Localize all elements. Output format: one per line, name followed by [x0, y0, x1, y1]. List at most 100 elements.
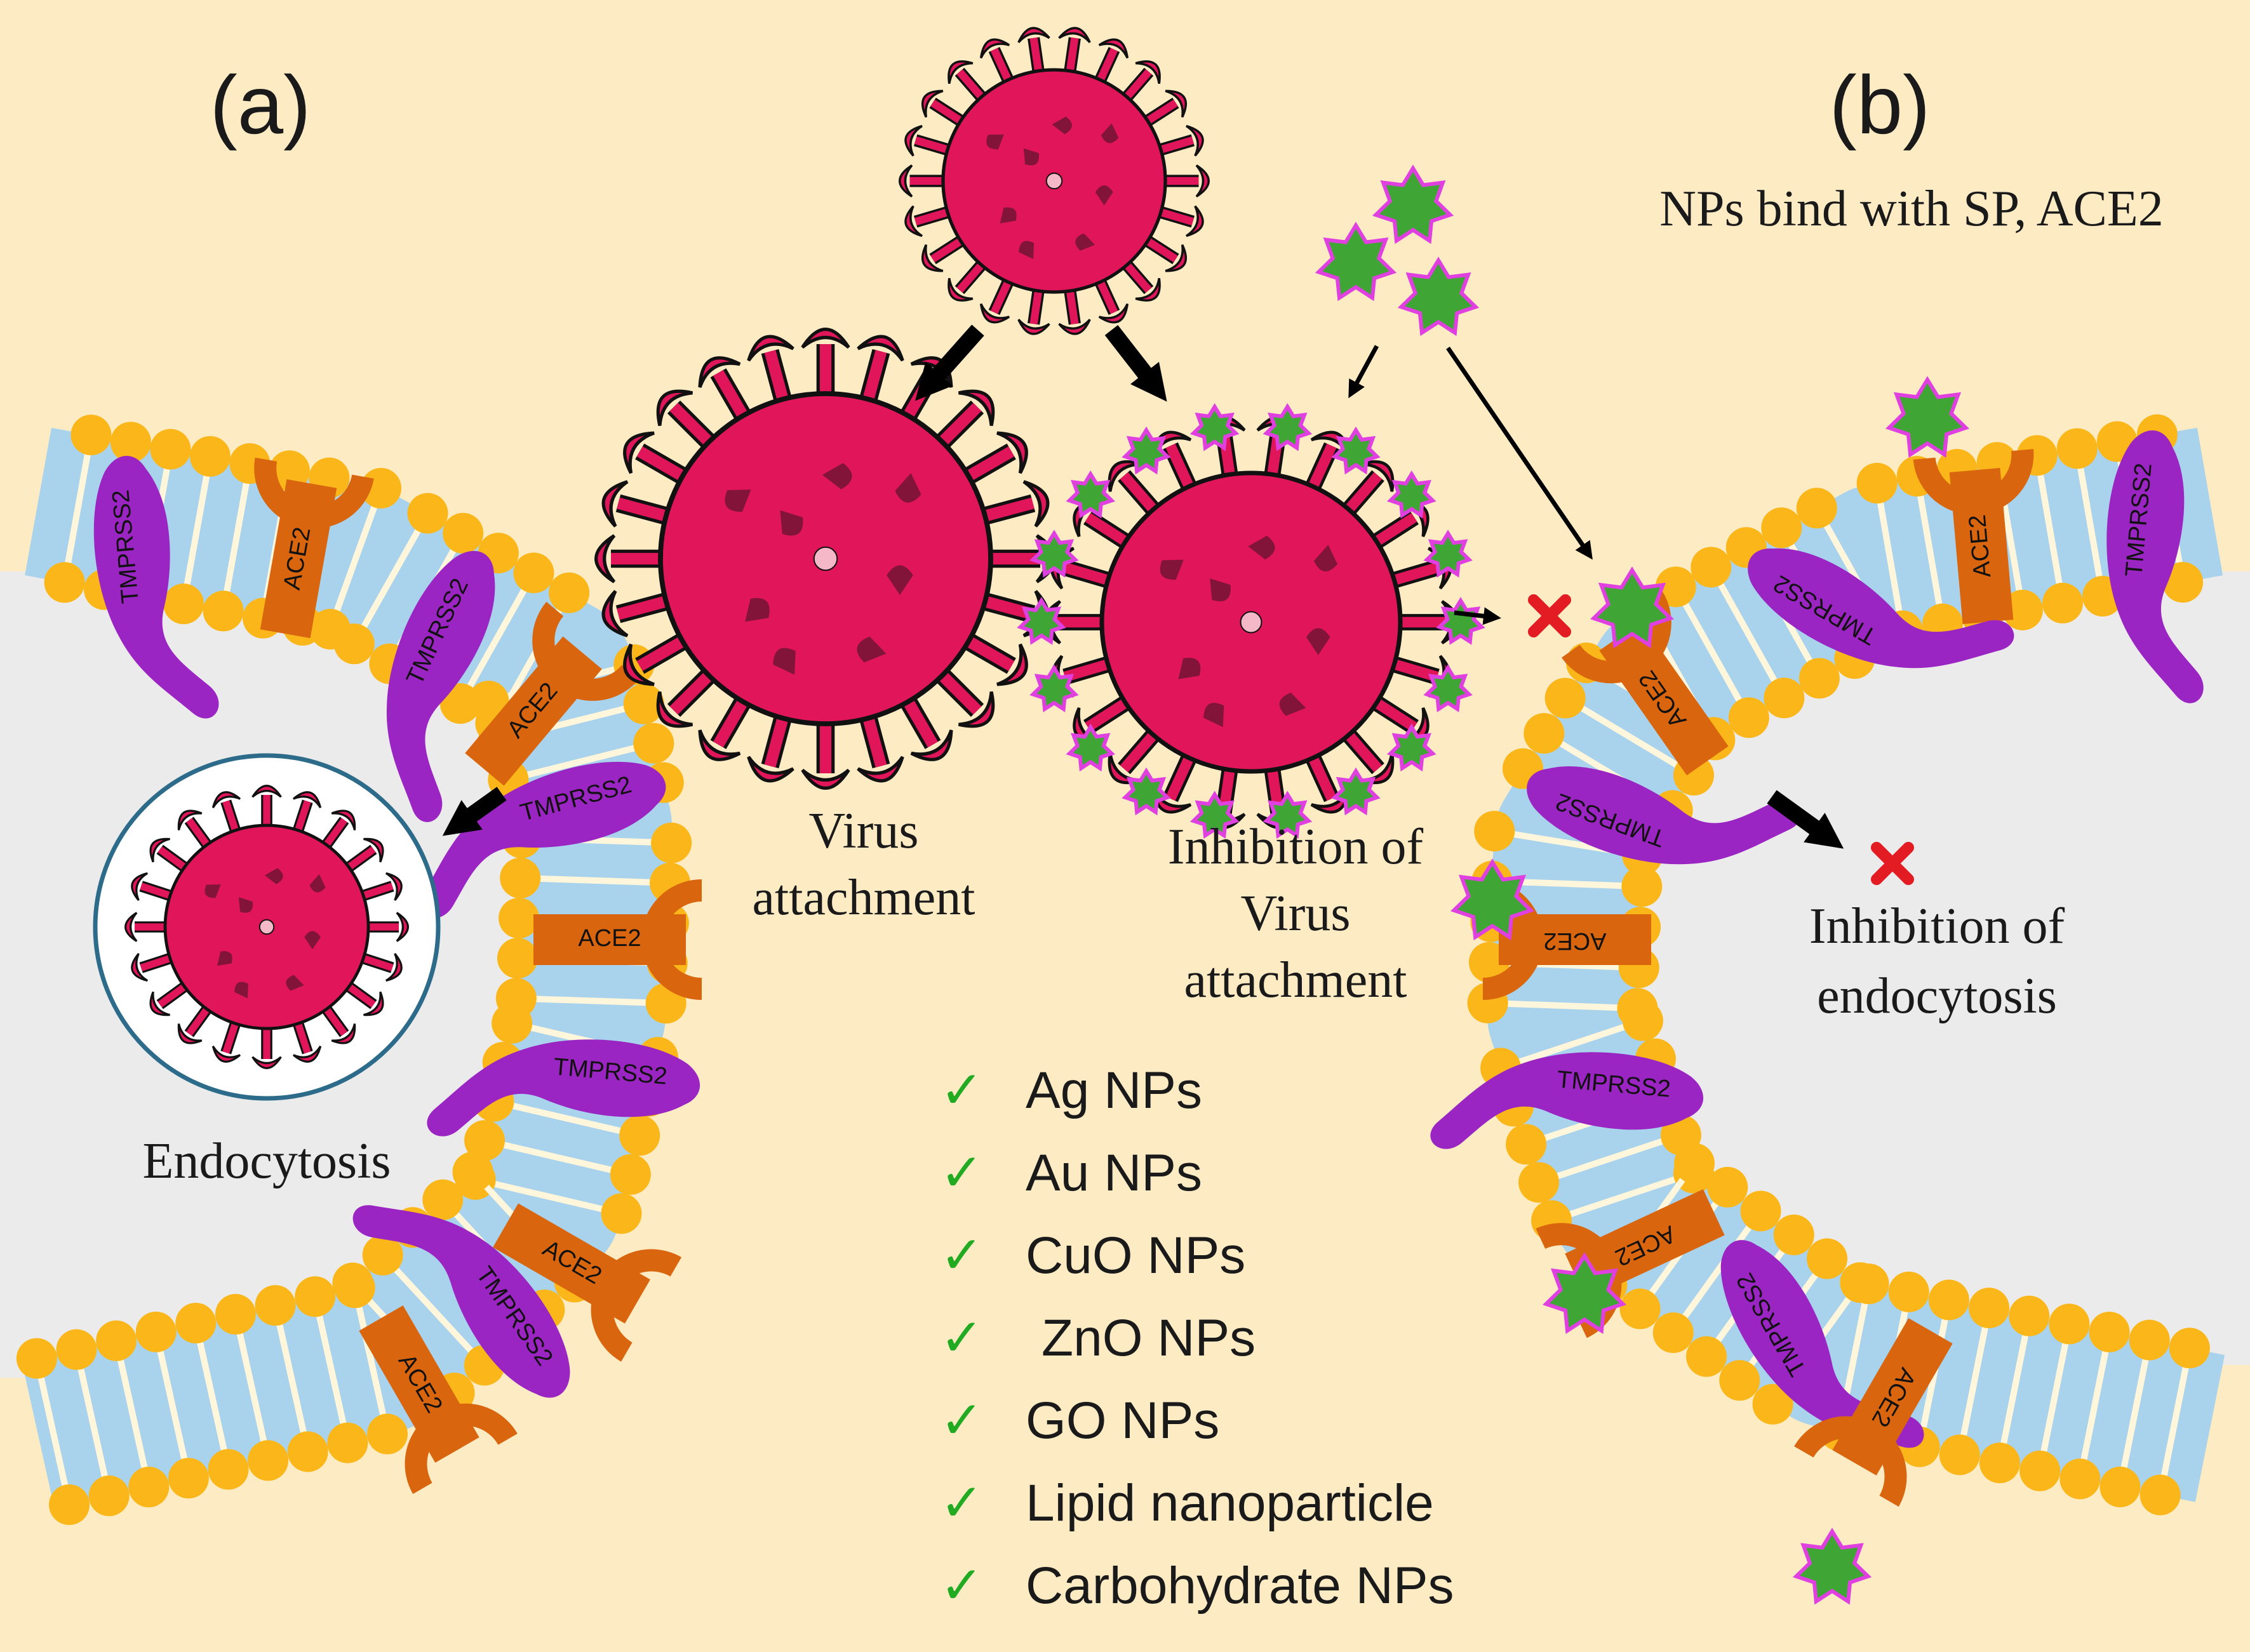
- arrow-blocked-attachment: [1454, 607, 1501, 625]
- spike-head: [1135, 60, 1161, 84]
- virus-surface-mark: [895, 473, 921, 503]
- ace2-cup: [641, 879, 702, 1000]
- virus-surface-mark: [780, 510, 803, 536]
- virus-top: [899, 27, 1210, 335]
- spike-head: [921, 90, 944, 118]
- lipid-tail: [1997, 1319, 2032, 1460]
- lipid-tail: [272, 1308, 311, 1449]
- np-bound-spike: [1262, 403, 1313, 451]
- spike-head: [698, 356, 741, 388]
- arrow-to-virus-attachment: [914, 324, 984, 401]
- virus-surface-mark: [1248, 535, 1275, 560]
- spike-head: [124, 912, 138, 942]
- np-item-4: ZnO NPs: [1041, 1309, 1256, 1367]
- lipid-tail: [1914, 479, 1945, 621]
- lipid-tail: [524, 875, 667, 886]
- lipid-head: [88, 1475, 130, 1517]
- virus-surface-mark: [1306, 628, 1330, 655]
- tmprss2-protein: TMPRSS2: [1430, 1052, 1704, 1149]
- panel-b-caption: NPs bind with SP, ACE2: [1659, 181, 2164, 237]
- virus-surface-mark: [857, 636, 887, 663]
- lipid-head: [295, 1276, 336, 1317]
- tmprss2-body: [1720, 1240, 1924, 1448]
- inhibition-attachment-line2: Virus: [1241, 886, 1351, 942]
- spike-head: [211, 791, 241, 809]
- arrows: [442, 324, 1844, 849]
- np-item-6: Lipid nanoparticle: [1026, 1474, 1434, 1532]
- cross-endocytosis: [1871, 842, 1914, 885]
- spike-head: [396, 912, 409, 942]
- lipid-head: [1544, 677, 1586, 719]
- lipid-head: [2129, 1319, 2170, 1361]
- lipid-head: [1928, 1279, 1969, 1321]
- lipid-head: [189, 436, 231, 477]
- lipid-head: [1888, 1271, 1929, 1312]
- spike-head: [1165, 90, 1187, 118]
- virus-attaching: [594, 328, 1057, 790]
- ace2-cup: [591, 1249, 682, 1362]
- lipid-head: [492, 1003, 533, 1044]
- lipid-tail: [383, 1255, 485, 1365]
- ace2-cup: [1913, 449, 2034, 515]
- lipid-head: [633, 723, 674, 764]
- spike-head: [601, 590, 629, 637]
- viruses: [594, 27, 1460, 829]
- lipid-head: [1674, 1143, 1715, 1184]
- np-item-7: Carbohydrate NPs: [1026, 1557, 1454, 1615]
- lipid-tail: [74, 1352, 112, 1493]
- ace2-cup: [254, 457, 374, 529]
- spike-head: [1098, 303, 1129, 324]
- np-bound-ace2: [1885, 376, 1969, 458]
- spike-head: [1058, 27, 1091, 43]
- lipid-head: [610, 1154, 651, 1195]
- spike-head: [1058, 319, 1091, 335]
- virus-surface-mark: [1095, 185, 1113, 206]
- lipid-head: [1798, 658, 1840, 699]
- spike-head: [1360, 460, 1395, 492]
- spike-head: [979, 303, 1010, 324]
- np-check-3: ✓: [940, 1225, 984, 1286]
- lipid-head: [2140, 1474, 2181, 1515]
- lipid-tail: [1710, 569, 1785, 696]
- lipid-head: [422, 1179, 464, 1220]
- lipid-tail: [497, 1099, 637, 1138]
- lipid-head: [16, 1338, 57, 1379]
- tmprss2-body: [93, 456, 219, 719]
- lipid-head: [1523, 713, 1565, 754]
- lipid-tail: [1541, 1133, 1678, 1185]
- spike-head: [292, 1045, 322, 1063]
- spike-head: [177, 1023, 203, 1044]
- lipid-tail: [1675, 589, 1750, 716]
- lipid-head: [1619, 1288, 1661, 1329]
- lipid-tail: [2117, 1343, 2152, 1484]
- spike-head: [958, 691, 995, 728]
- virus-surface-mark: [217, 951, 232, 966]
- ace2-cup: [405, 1403, 518, 1495]
- spike-head: [904, 205, 923, 237]
- np-item-5: GO NPs: [1026, 1392, 1219, 1449]
- ace2-receptor: ACE2: [493, 1203, 682, 1362]
- virus-surface-mark: [1160, 559, 1184, 580]
- spike-head: [747, 756, 794, 783]
- lipid-head: [1740, 1190, 1781, 1232]
- lipid-head: [1621, 866, 1663, 907]
- np-bound-spike: [1189, 403, 1240, 451]
- lipid-head: [208, 1449, 249, 1490]
- lipid-tail: [459, 575, 535, 702]
- spike-head: [623, 431, 655, 474]
- np-check-5: ✓: [940, 1390, 984, 1451]
- lipid-tail: [353, 515, 429, 643]
- np-bound-spike: [1423, 664, 1473, 712]
- spike-head: [801, 768, 850, 790]
- lipid-head: [500, 857, 541, 898]
- lipid-head: [1979, 1442, 2020, 1484]
- lipid-tail: [2077, 1335, 2112, 1476]
- np-bound-spike: [1066, 470, 1116, 519]
- spike-head: [910, 729, 953, 761]
- lipid-tail: [1874, 486, 1905, 628]
- lipid-head: [255, 1285, 296, 1326]
- inhibition-endocytosis-line1: Inhibition of: [1809, 898, 2065, 954]
- np-bound-spike: [1331, 426, 1381, 475]
- tmprss2-protein: TMPRSS2: [1748, 548, 2014, 669]
